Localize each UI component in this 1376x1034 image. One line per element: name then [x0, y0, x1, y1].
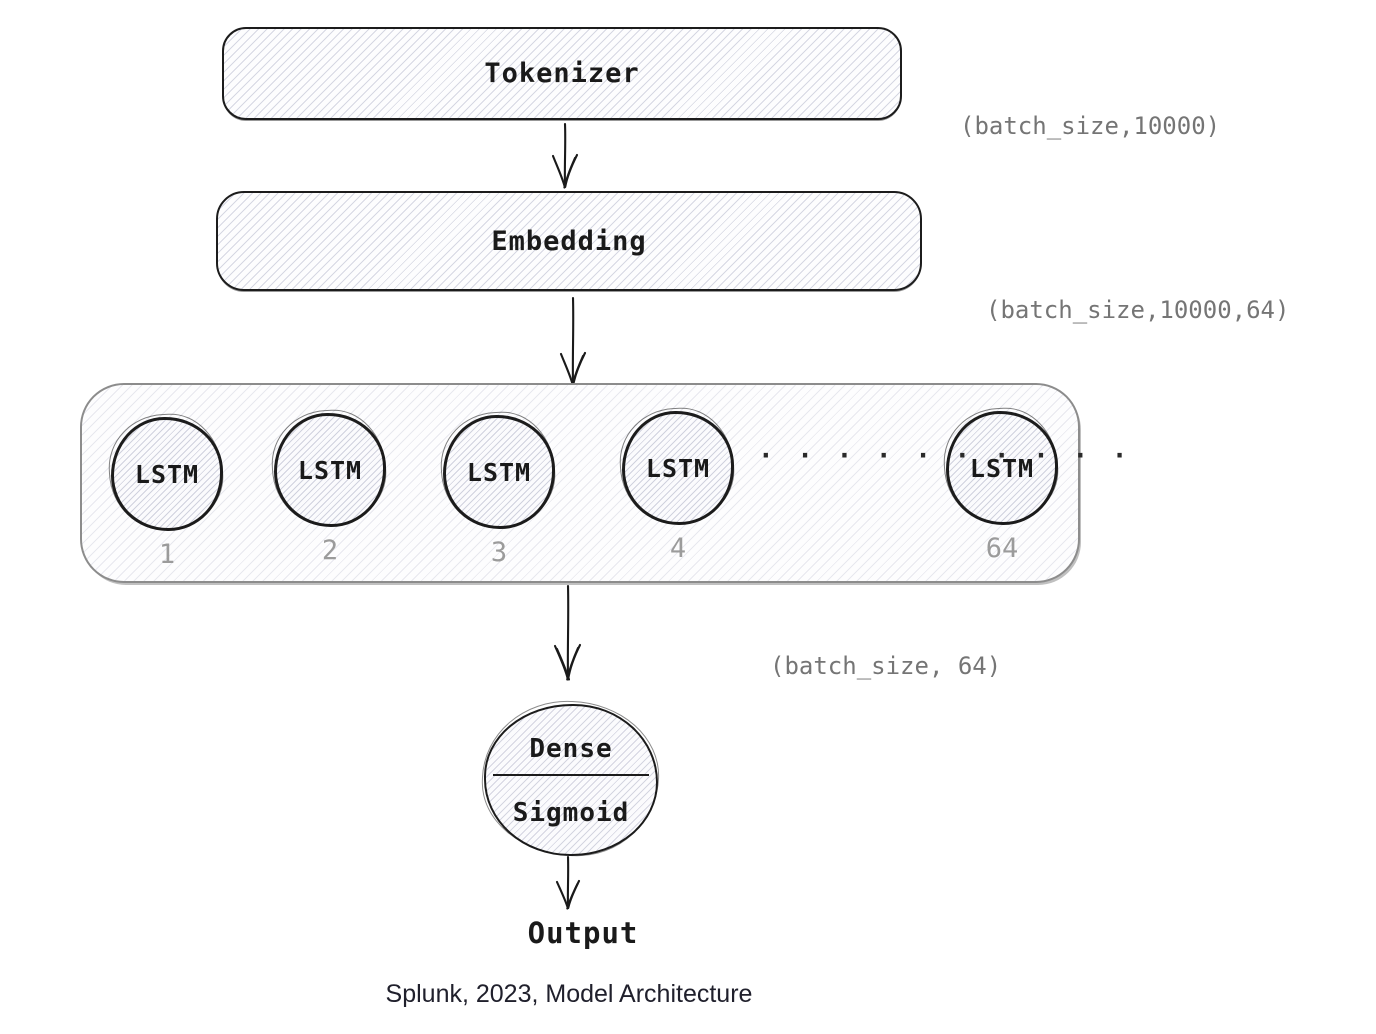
- lstm-circle: LSTM: [274, 413, 386, 527]
- lstm-cell-3: LSTM 3: [443, 415, 555, 568]
- lstm-index: 3: [490, 537, 508, 568]
- lstm-label: LSTM: [969, 453, 1035, 483]
- lstm-label: LSTM: [297, 455, 363, 485]
- tensor-shape-after-tokenizer: (batch_size,10000): [960, 112, 1221, 140]
- lstm-circle: LSTM: [443, 415, 555, 529]
- output-label: Output: [527, 916, 639, 950]
- lstm-index: 4: [669, 533, 687, 564]
- tensor-shape-after-lstm: (batch_size, 64): [770, 652, 1002, 680]
- dense-label: Dense: [529, 734, 613, 764]
- lstm-cell-1: LSTM 1: [111, 417, 223, 570]
- lstm-index: 2: [321, 535, 339, 566]
- diagram-caption: Splunk, 2023, Model Architecture: [385, 980, 753, 1008]
- dense-sigmoid-node: Dense Sigmoid: [484, 704, 658, 856]
- lstm-index: 1: [158, 539, 176, 570]
- embedding-node: Embedding: [216, 191, 922, 291]
- tokenizer-label: Tokenizer: [484, 58, 640, 89]
- tensor-shape-after-embedding: (batch_size,10000,64): [986, 296, 1290, 324]
- lstm-label: LSTM: [466, 457, 532, 487]
- lstm-label: LSTM: [645, 453, 711, 483]
- arrow-down-icon: [555, 855, 581, 910]
- lstm-cell-2: LSTM 2: [274, 413, 386, 566]
- lstm-circle: LSTM: [946, 411, 1058, 525]
- lstm-cell-4: LSTM 4: [622, 411, 734, 564]
- lstm-index: 64: [985, 533, 1019, 564]
- sigmoid-label: Sigmoid: [512, 798, 630, 828]
- embedding-label: Embedding: [491, 225, 647, 257]
- ellipsis-dots: · · · · · · · · · ·: [758, 441, 1132, 471]
- divider-line: [492, 774, 650, 777]
- lstm-circle: LSTM: [111, 417, 223, 531]
- arrow-down-icon: [553, 584, 582, 681]
- lstm-cell-64: LSTM 64: [946, 411, 1058, 564]
- arrow-down-icon: [551, 122, 579, 189]
- lstm-layer-container: LSTM 1 LSTM 2 LSTM 3 LSTM 4 LSTM: [80, 383, 1080, 583]
- lstm-circle: LSTM: [622, 411, 734, 525]
- tokenizer-node: Tokenizer: [222, 27, 902, 120]
- lstm-label: LSTM: [134, 459, 200, 489]
- arrow-down-icon: [559, 296, 587, 387]
